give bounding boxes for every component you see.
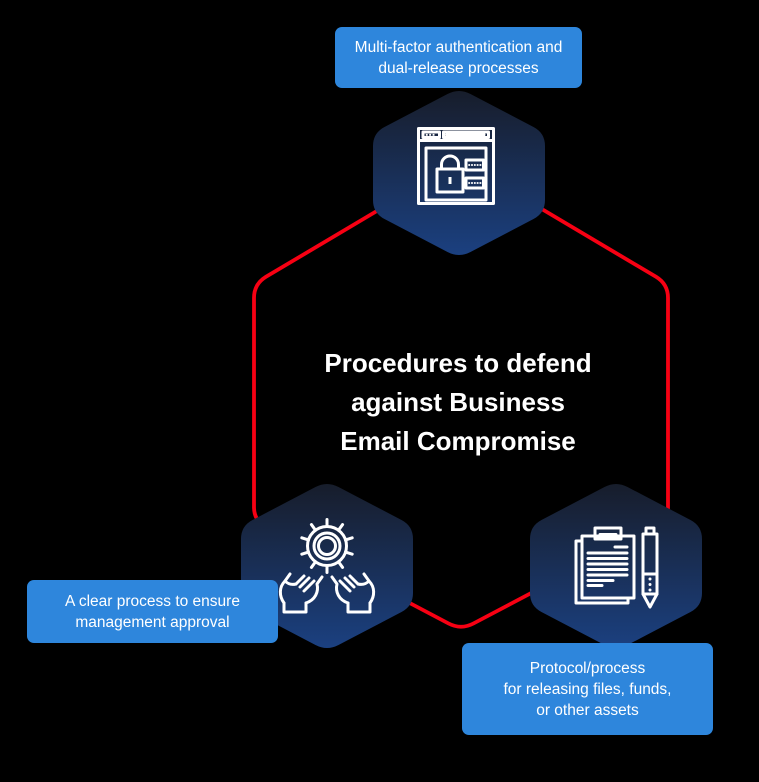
clipboard-pen-icon [574,526,659,609]
red-hexagon-outline [252,162,670,629]
hexagon-mfa [373,91,545,255]
hexagon-protocol [530,484,702,648]
browser-lock-icon [417,127,495,205]
label-mfa: Multi-factor authentication and dual-rel… [335,27,582,88]
diagram-title: Procedures to defend against Business Em… [324,348,592,456]
gear-hands-icon [278,518,376,614]
label-protocol: Protocol/process for releasing files, fu… [462,643,713,735]
label-approval: A clear process to ensure management app… [27,580,278,643]
